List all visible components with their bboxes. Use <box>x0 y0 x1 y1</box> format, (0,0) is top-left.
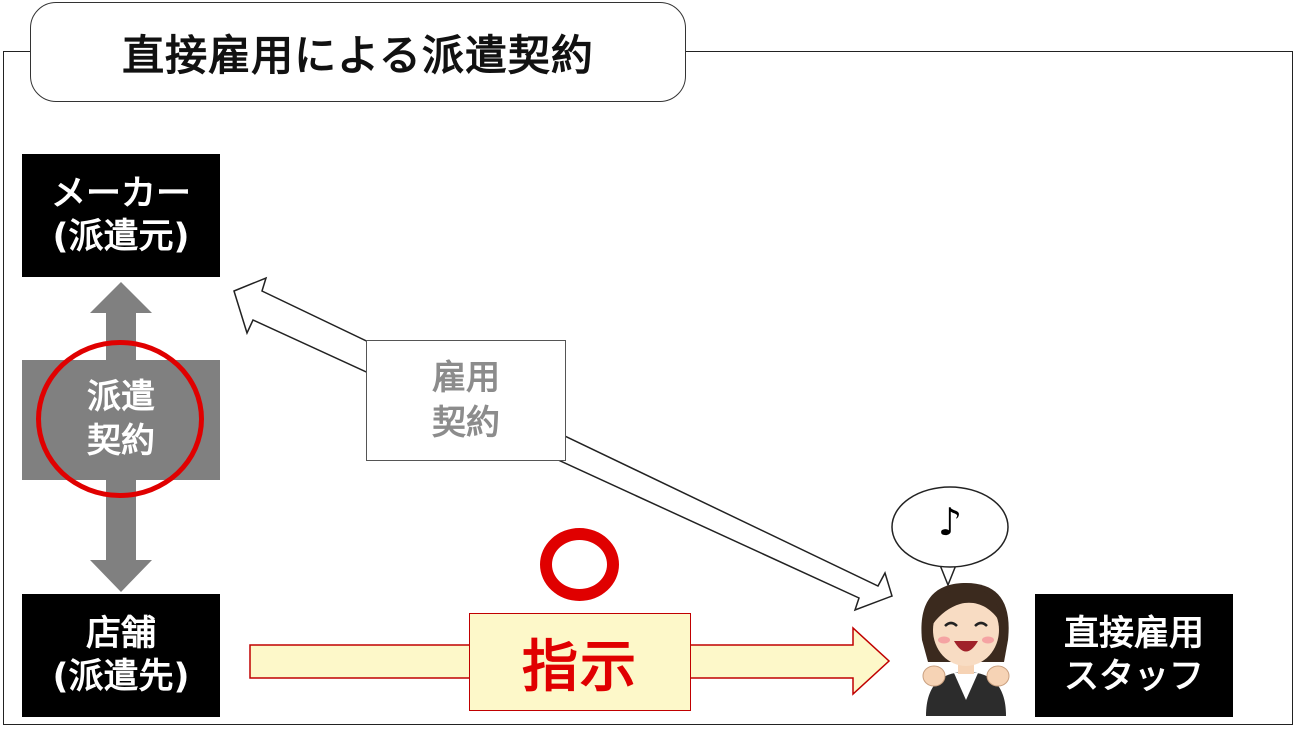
instruction-label: 指示 <box>522 634 638 700</box>
employment-contract-line1: 雇用 <box>432 357 500 398</box>
dispatcher-box: メーカー (派遣元) <box>22 154 220 277</box>
instruction-box: 指示 <box>469 613 691 711</box>
staff-box: 直接雇用 スタッフ <box>1035 594 1233 717</box>
ok-circle-icon <box>36 340 204 498</box>
dispatcher-role: (派遣元) <box>52 216 190 257</box>
ok-mark-icon <box>540 528 619 601</box>
music-note-icon: ♪ <box>937 500 963 544</box>
client-box: 店舗 (派遣先) <box>22 594 220 717</box>
employment-contract-line2: 契約 <box>432 402 500 443</box>
client-role: (派遣先) <box>52 656 190 697</box>
client-name: 店舗 <box>85 613 156 654</box>
dispatcher-name: メーカー <box>50 173 191 214</box>
speech-bubble <box>891 486 1009 588</box>
staff-line1: 直接雇用 <box>1063 613 1204 654</box>
person-icon <box>921 583 1010 716</box>
employment-contract-box: 雇用 契約 <box>366 340 566 461</box>
page-title: 直接雇用による派遣契約 <box>122 30 594 80</box>
staff-line2: スタッフ <box>1063 656 1204 697</box>
title-tab: 直接雇用による派遣契約 <box>30 2 686 102</box>
